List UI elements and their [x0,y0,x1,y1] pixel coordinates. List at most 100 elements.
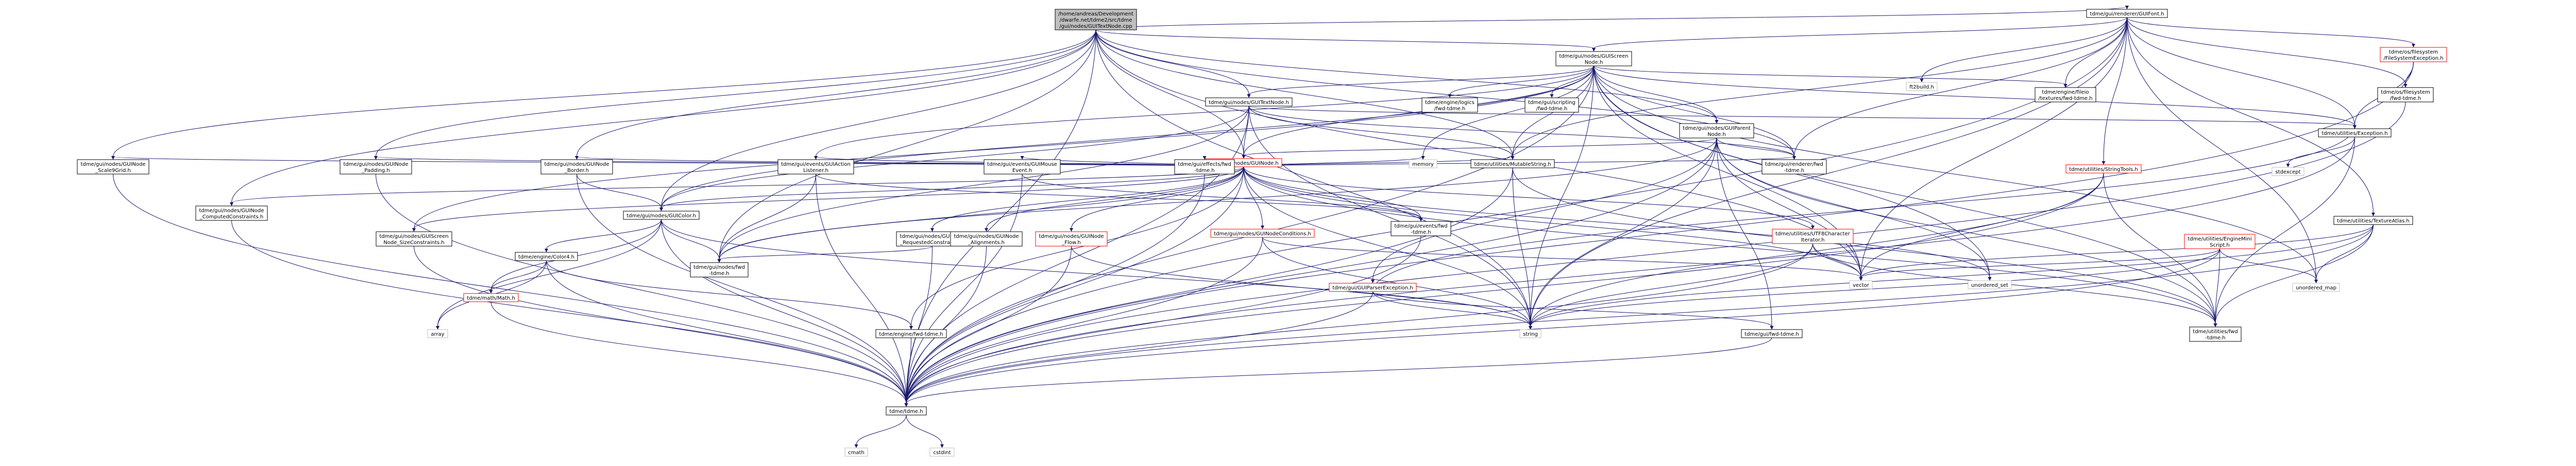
dependency-edge [906,243,1813,404]
node-textureatlas[interactable]: tdme/utilities/TextureAtlas.h [2333,216,2413,225]
dependency-edge [661,29,1096,209]
node-color[interactable]: tdme/gui/nodes/GUIColor.h [623,211,700,220]
node-gui-fwd[interactable]: tdme/gui/fwd-tdme.h [1741,329,1803,338]
edge-arrowhead [1770,326,1774,330]
node-border[interactable]: tdme/gui/nodes/GUINode_Border.h [540,159,613,175]
node-label: tdme/gui/events/GUIMouse [987,162,1057,167]
dependency-edge [1530,224,2374,327]
edge-arrowhead [2286,164,2290,167]
node-font[interactable]: tdme/gui/renderer/GUIFont.h [2086,9,2168,18]
node-scale9[interactable]: tdme/gui/nodes/GUINode_Scale9Grid.h [77,159,149,175]
edge-arrowhead [436,326,439,330]
node-label: cmath [848,450,865,456]
node-box [950,231,1023,247]
node-label: /dwarfe.net/tdme2/src/tdme [1060,18,1132,23]
node-box [195,205,268,221]
dependency-edge [661,166,1244,209]
dependency-edge [113,29,1096,157]
node-label: vector [1853,283,1870,288]
dependency-edge [546,219,662,250]
edge-arrowhead [940,444,944,448]
dependency-edge [577,174,907,404]
edge-arrowhead [1247,94,1251,98]
node-label: _ComputedConstraints.h [199,214,264,220]
dependency-edge [1071,246,1531,327]
node-tdme[interactable]: tdme/tdme.h [886,406,927,416]
dependency-edge [906,166,1244,404]
node-label: Listener.h [803,168,828,174]
node-unordered-set: unordered_set [1968,280,2012,289]
dependency-edge [1594,17,2127,49]
edge-arrowhead [1988,277,1992,281]
dependency-edge [906,167,1513,404]
node-alignments[interactable]: tdme/gui/nodes/GUINode_Alignments.h [950,231,1023,247]
edge-arrowhead [1592,48,1596,51]
node-box [340,159,412,175]
node-textnode[interactable]: tdme/gui/nodes/GUITextNode.h [1205,97,1293,107]
node-engine-fwd[interactable]: tdme/engine/fwd-tdme.h [875,329,947,338]
node-events-fwd[interactable]: tdme/gui/events/fwd-tdme.h [1391,221,1451,236]
node-label: tdme/gui/events/fwd [1394,223,1447,229]
dependency-edge [1095,29,1594,49]
node-enginecolor[interactable]: tdme/engine/Color4.h [515,252,578,261]
node-label: tdme/gui/nodes/GUINode [900,234,964,239]
dependency-edge [906,174,1205,404]
dependency-edge [1095,29,1861,278]
dependency-edge [546,260,907,404]
edge-arrowhead [575,156,579,160]
node-root[interactable]: /home/andreas/Development/dwarfe.net/tdm… [1055,9,1137,30]
node-logic-fwd[interactable]: tdme/engine/logics/fwd-tdme.h [1421,97,1478,113]
node-fs-fwd[interactable]: tdme/os/filesystem/fwd-tdme.h [2377,87,2434,102]
node-tex-fwd[interactable]: tdme/engine/fileio/textures/fwd-tdme.h [2035,87,2096,102]
node-label: tdme/gui/nodes/GUITextNode.h [1209,100,1289,106]
dependency-edge [2215,136,2355,324]
node-label: _RequestedConstraints.h [900,240,964,246]
node-computed[interactable]: tdme/gui/nodes/GUINode_ComputedConstrain… [195,205,268,221]
node-stringtools[interactable]: tdme/utilities/StringTools.h [2065,164,2142,174]
node-label: memory [1412,162,1434,167]
node-box [844,447,868,457]
dependency-edge [719,166,1244,260]
node-math[interactable]: tdme/math/Math.h [463,293,519,302]
dependency-edge [1248,106,1794,157]
dependency-edge [2215,224,2374,324]
dependency-edge [2127,17,2355,126]
node-exception[interactable]: tdme/utilities/Exception.h [2318,128,2392,137]
node-fbuild: ft2build.h [1906,82,1938,91]
edge-arrowhead [1715,120,1719,124]
node-box [1679,123,1754,139]
node-renderer-fwd[interactable]: tdme/gui/renderer/fwd-tdme.h [1761,159,1827,175]
edge-arrowhead [2314,280,2318,283]
node-box [2189,326,2242,342]
node-screen-size[interactable]: tdme/gui/nodes/GUIScreenNode_SizeConstra… [376,231,452,247]
node-flow[interactable]: tdme/gui/nodes/GUINode_Flow.h [1035,231,1108,247]
node-padding[interactable]: tdme/gui/nodes/GUINode_Padding.h [340,159,412,175]
dependency-edge [816,174,907,404]
node-label: tdme/gui/nodes/GUINode [1039,234,1104,239]
node-box [376,231,452,247]
node-mutable[interactable]: tdme/utilities/MutableString.h [1470,159,1555,168]
node-parserexc[interactable]: tdme/gui/GUIParserException.h [1329,283,1417,292]
node-box [929,447,955,457]
dependency-edge [1372,291,1772,327]
node-utils-fwd[interactable]: tdme/utilities/fwd-tdme.h [2189,326,2242,342]
node-label: /FileSystemException.h [2383,56,2443,61]
graph-nodes: /home/andreas/Development/dwarfe.net/tdm… [77,9,2447,457]
dependency-edge [1243,166,2216,324]
node-nodes-fwd[interactable]: tdme/gui/nodes/fwd-tdme.h [690,262,749,278]
node-box [1555,51,1632,66]
node-fsexc[interactable]: tdme/os/filesystem/FileSystemException.h [2380,47,2447,62]
node-conditions[interactable]: tdme/gui/nodes/GUINodeConditions.h [1210,229,1315,238]
dependency-edge [1248,106,2355,126]
node-effects[interactable]: tdme/gui/effects/fwd-tdme.h [1174,159,1235,175]
node-script-fwd[interactable]: tdme/gui/scripting/fwd-tdme.h [1524,97,1579,113]
dependency-edge [231,29,1096,203]
node-box [984,159,1061,175]
